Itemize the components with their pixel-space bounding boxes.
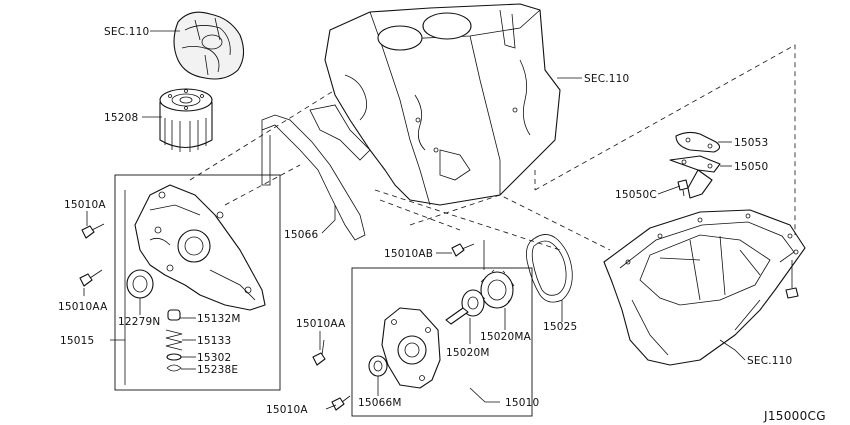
engine-block-illustration [309, 3, 561, 206]
label-15025: 15025 [543, 321, 577, 333]
label-15132M: 15132M [197, 313, 241, 325]
pump-gasket-illustration [526, 234, 573, 303]
label-sec110-top: SEC.110 [104, 26, 149, 38]
oil-pump-assembly-box [351, 267, 533, 417]
bolt-15010A-lower-illustration [331, 395, 351, 411]
bolt-15010AA-left-illustration [79, 269, 103, 287]
label-15208: 15208 [104, 112, 138, 124]
inner-gear-illustration [445, 289, 485, 325]
label-15066: 15066 [284, 229, 319, 241]
oil-filter-illustration [159, 88, 213, 152]
label-15010A-upper: 15010A [64, 199, 106, 211]
label-15133: 15133 [197, 335, 231, 347]
diagram-reference-code: J15000CG [763, 409, 826, 423]
label-15010AA-left: 15010AA [58, 301, 108, 313]
oil-pump-seal-illustration [368, 355, 388, 377]
label-15010AA-mid: 15010AA [296, 318, 346, 330]
strainer-bolt-15050C-illustration [677, 179, 689, 197]
label-15050C: 15050C [615, 189, 657, 201]
part-labels: SEC.110 SEC.110 15208 15010A 15010AA 150… [58, 26, 826, 423]
label-15015: 15015 [60, 335, 94, 347]
front-cover-gasket-illustration [261, 114, 366, 241]
label-12279N: 12279N [118, 316, 160, 328]
label-15020MA: 15020MA [480, 331, 532, 343]
upper-engine-part-illustration [173, 11, 245, 80]
oil-strainer-gasket-illustration [675, 131, 721, 153]
bolt-15010AB-illustration [451, 243, 475, 257]
oil-strainer-illustration [669, 155, 721, 199]
relief-valve-illustration [165, 309, 183, 372]
bolt-15010AA-mid-illustration [312, 339, 326, 366]
label-15010A-lower: 15010A [266, 404, 308, 416]
outer-gear-illustration [480, 269, 515, 309]
label-15010: 15010 [505, 397, 539, 409]
oil-pump-body-illustration [381, 307, 441, 389]
label-15020M: 15020M [446, 347, 490, 359]
front-oil-seal-illustration [126, 269, 154, 299]
bolt-15010A-upper-illustration [81, 223, 105, 239]
label-15053: 15053 [734, 137, 768, 149]
leader-lines [83, 30, 746, 410]
drain-plug-illustration [785, 260, 799, 299]
oil-pan-illustration [603, 209, 806, 366]
front-cover-illustration [134, 184, 266, 311]
label-15238E: 15238E [197, 364, 238, 376]
label-sec110-block: SEC.110 [584, 73, 629, 85]
label-15302: 15302 [197, 352, 231, 364]
alignment-dashed-lines [189, 44, 796, 251]
label-15050: 15050 [734, 161, 768, 173]
label-sec110-pan: SEC.110 [747, 355, 792, 367]
label-15010AB: 15010AB [384, 248, 433, 260]
label-15066M: 15066M [358, 397, 402, 409]
